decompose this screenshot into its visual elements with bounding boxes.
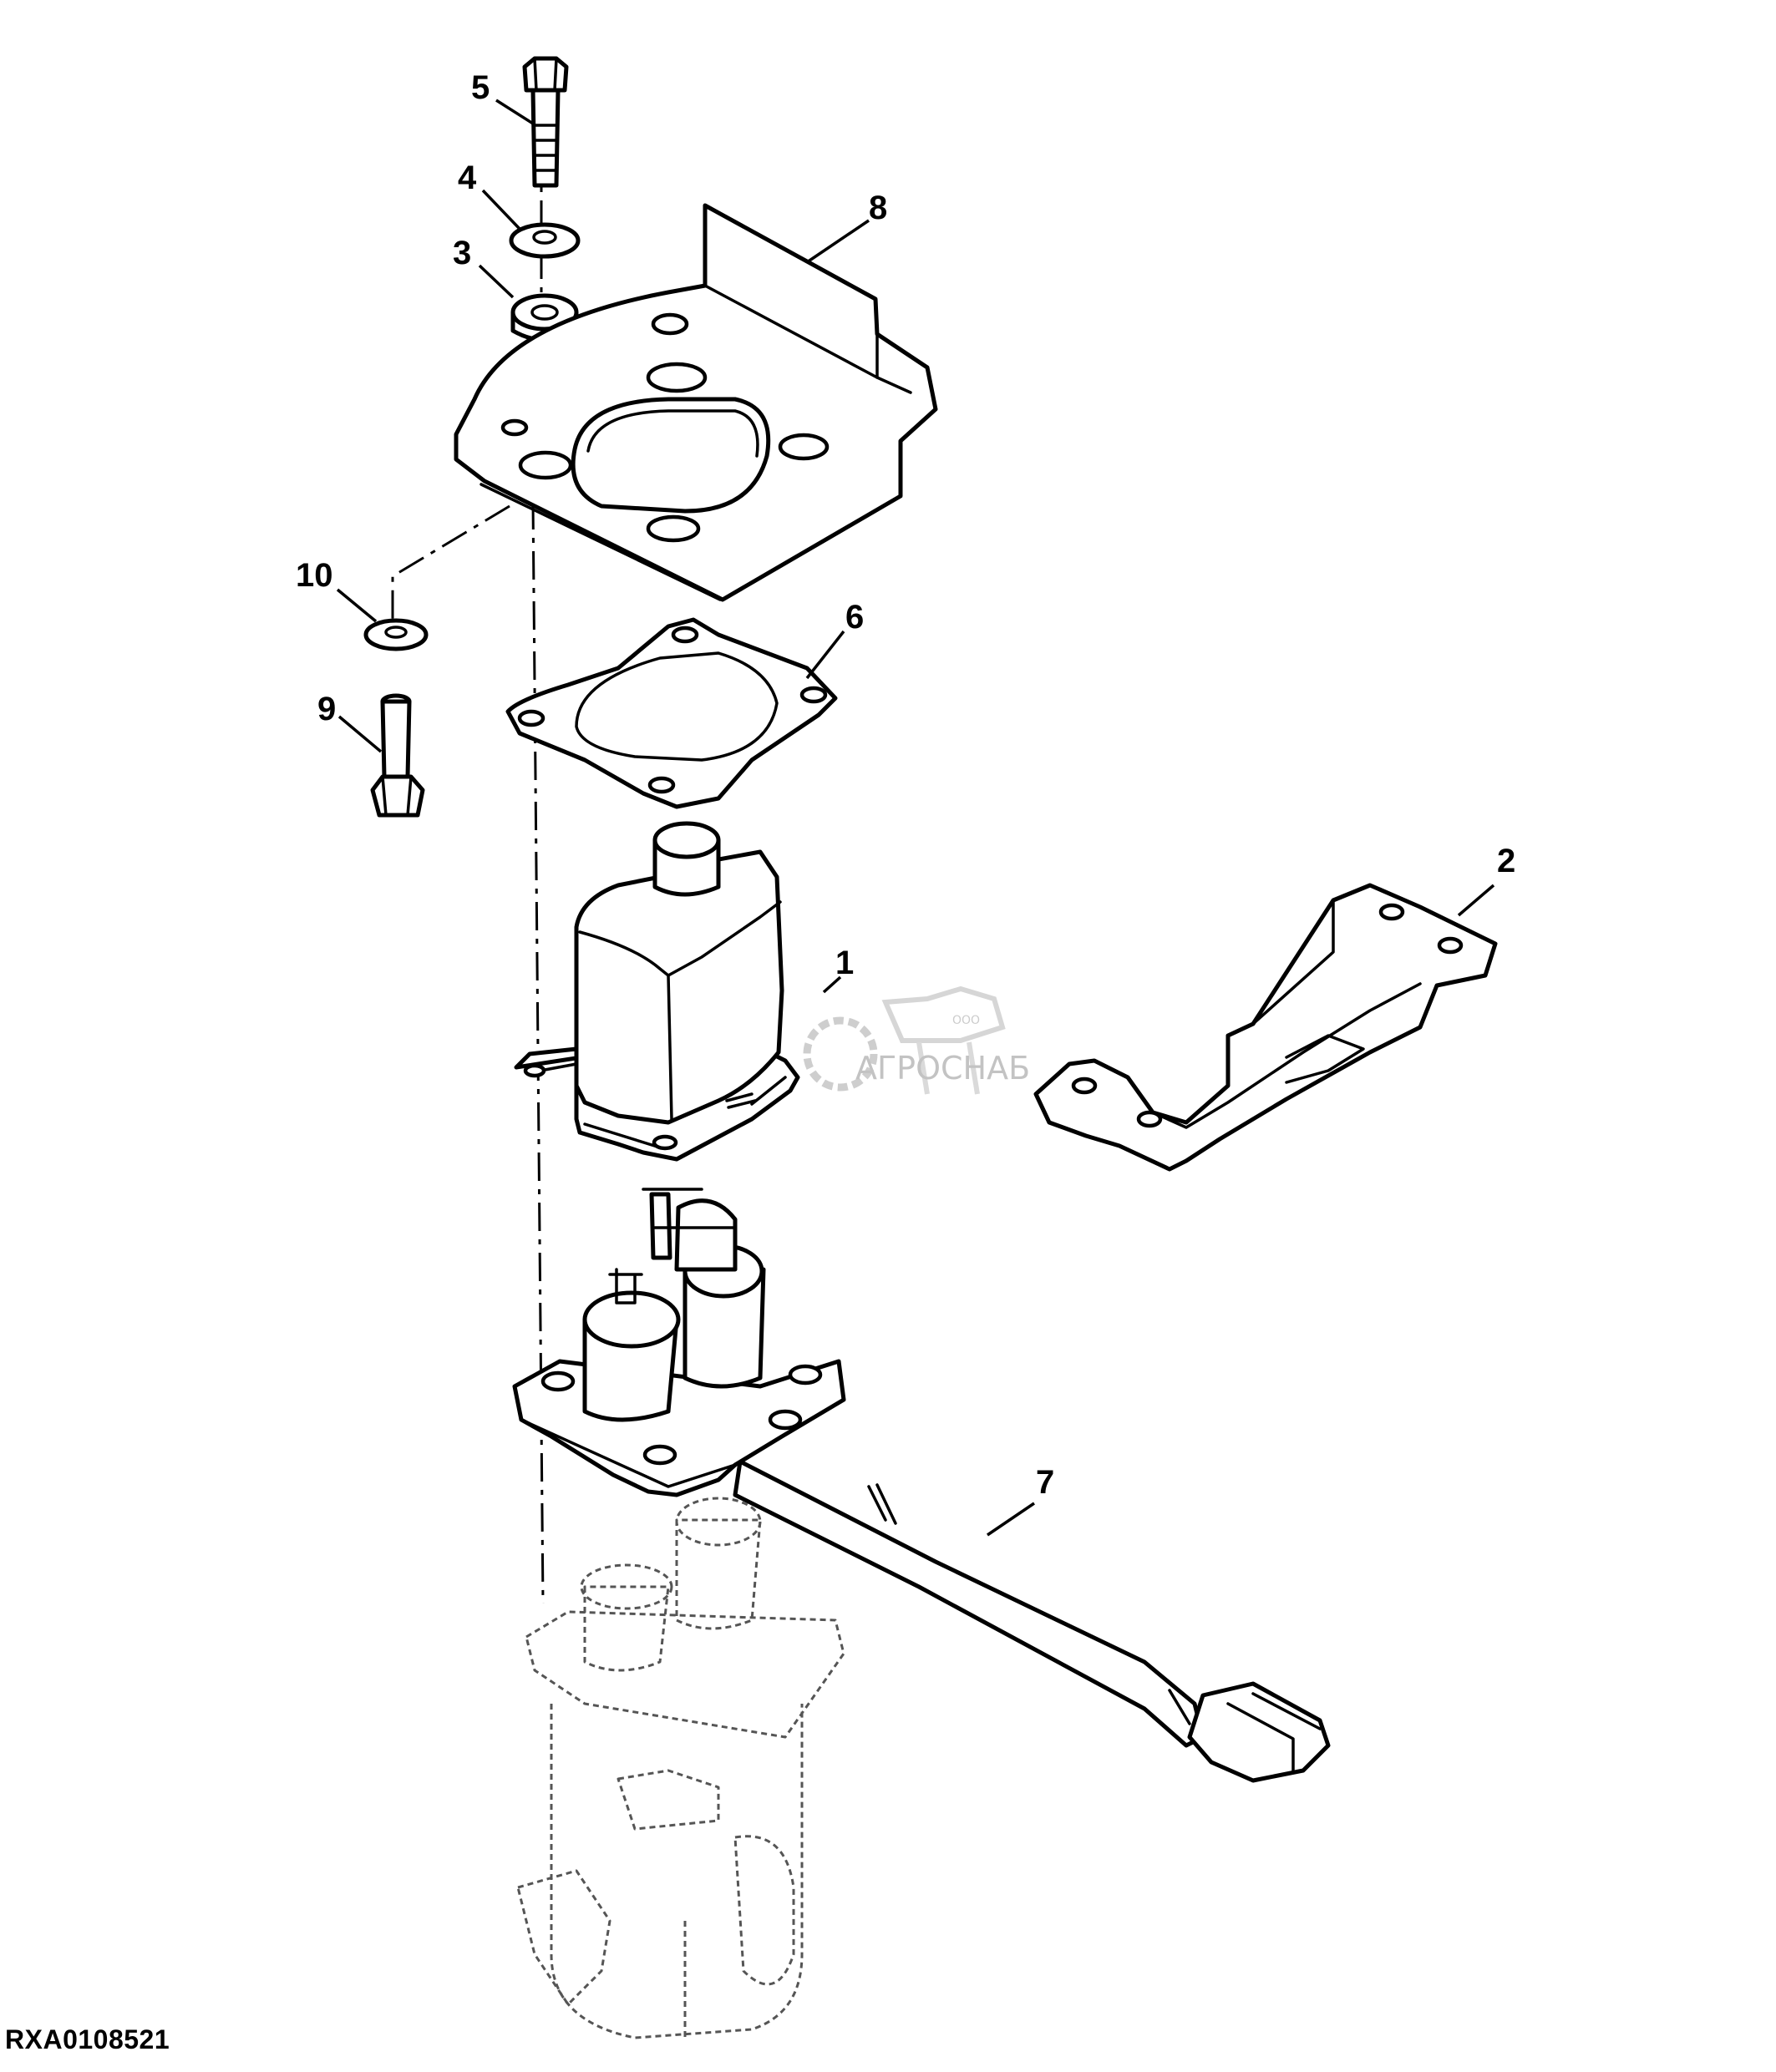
svg-text:АГРОСНАБ: АГРОСНАБ [855, 1050, 1030, 1087]
part-9-bolt [370, 693, 425, 818]
part-2-bracket [1033, 883, 1498, 1172]
callout-2: 2 [1497, 843, 1515, 879]
part-6-gasket [505, 617, 838, 809]
part-10-washer [363, 618, 429, 651]
part-1-cover [514, 821, 800, 1162]
part-5-bolt [522, 56, 569, 188]
callout-10: 10 [296, 557, 333, 594]
figure-reference-code: RXA0108521 [5, 2024, 170, 2054]
part-8-bracket-plate [454, 203, 938, 602]
svg-text:ООО: ООО [952, 1014, 980, 1027]
callout-5: 5 [471, 69, 490, 106]
callout-1: 1 [835, 945, 854, 981]
callout-6: 6 [845, 599, 864, 636]
part-4-washer [509, 222, 581, 259]
leader-lines [336, 99, 1495, 1537]
callout-4: 4 [458, 160, 477, 196]
callout-8: 8 [869, 190, 887, 226]
callout-9: 9 [317, 691, 336, 727]
callout-3: 3 [453, 235, 471, 271]
callouts: 1 2 3 4 5 6 7 8 9 10 [296, 69, 1515, 1501]
valve-body-ghost [516, 1497, 845, 2039]
agrosnab-watermark: ООО АГРОСНАБ [803, 985, 1030, 1095]
part-7-sensor-harness [512, 1188, 1331, 1783]
callout-7: 7 [1036, 1464, 1054, 1501]
